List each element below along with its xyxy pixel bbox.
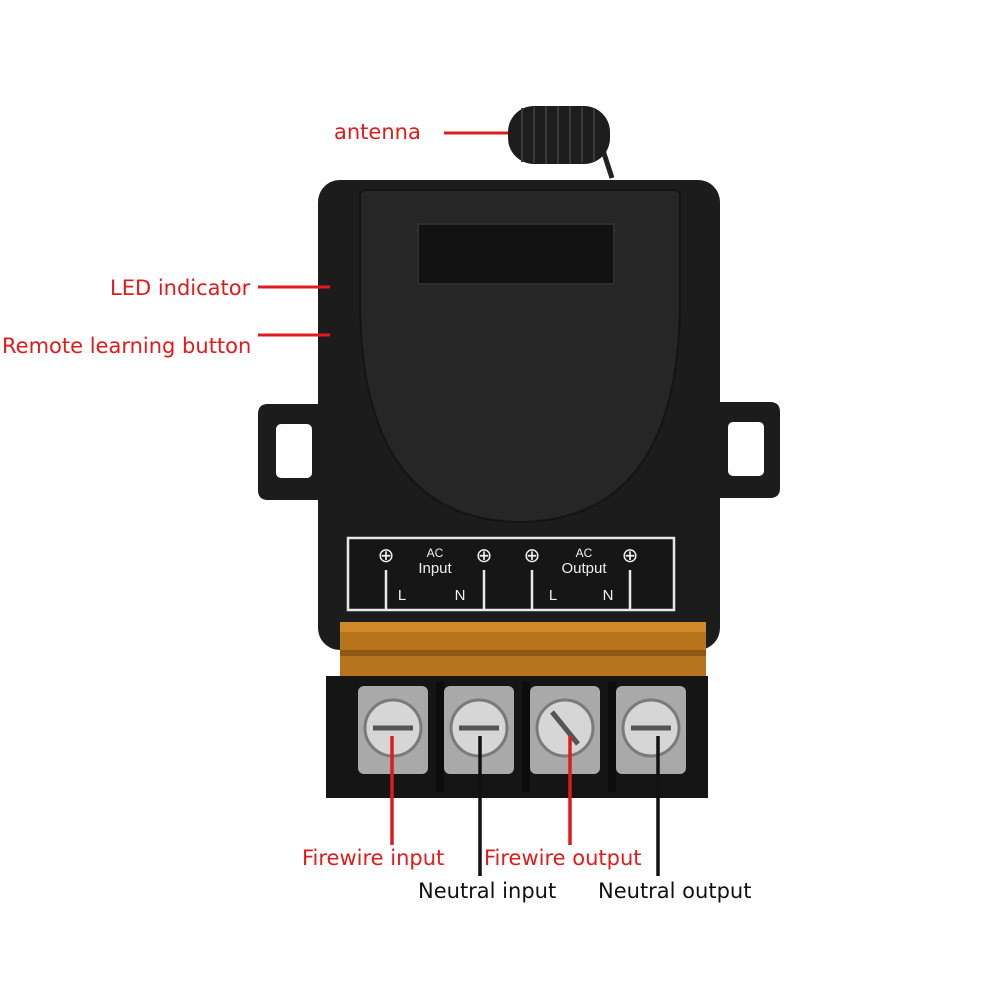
firewire-output-callout: Firewire output xyxy=(484,846,642,870)
screw-terminal-4 xyxy=(616,686,686,774)
led-indicator-callout: LED indicator xyxy=(110,276,251,300)
output-word-label: Output xyxy=(561,560,607,577)
remote-learning-button-callout: Remote learning button xyxy=(2,334,252,358)
ground-symbol-4: ⊕ xyxy=(622,545,639,567)
window-panel xyxy=(417,223,615,285)
mounting-ear-right xyxy=(716,402,780,498)
ground-symbol-1: ⊕ xyxy=(378,545,395,567)
antenna-coil xyxy=(508,106,615,179)
input-ac-label: AC xyxy=(427,546,444,560)
terminal-label-plate xyxy=(346,536,676,612)
screw-terminal-3 xyxy=(530,686,600,774)
output-n-label: N xyxy=(603,587,614,604)
output-ac-label: AC xyxy=(576,546,593,560)
output-l-label: L xyxy=(549,587,557,604)
input-word-label: Input xyxy=(418,560,452,577)
leader-lines xyxy=(258,131,660,876)
firewire-input-callout: Firewire input xyxy=(302,846,445,870)
mounting-ear-left xyxy=(258,404,326,500)
ground-symbol-3: ⊕ xyxy=(524,545,541,567)
neutral-output-callout: Neutral output xyxy=(598,879,752,903)
antenna-callout: antenna xyxy=(334,120,421,144)
ground-symbol-2: ⊕ xyxy=(476,545,493,567)
input-l-label: L xyxy=(398,587,406,604)
neutral-input-callout: Neutral input xyxy=(418,879,557,903)
screw-terminal-1 xyxy=(358,686,428,774)
screw-terminal-2 xyxy=(444,686,514,774)
input-n-label: N xyxy=(455,587,466,604)
